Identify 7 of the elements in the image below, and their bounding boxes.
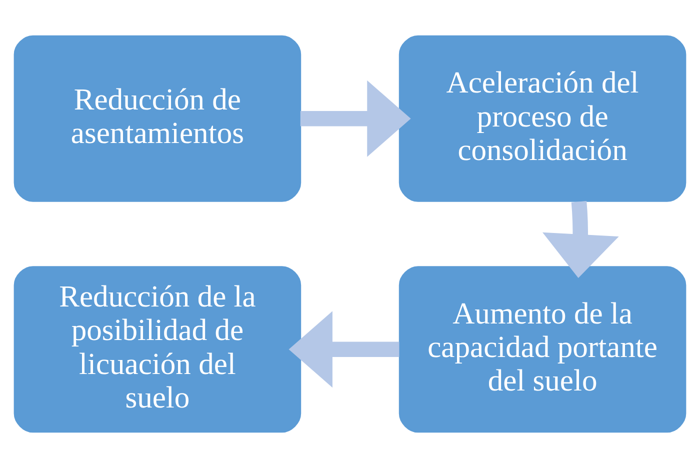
node-box: Aumento de la capacidad portante del suelo: [398, 266, 686, 433]
arrow: [542, 201, 619, 278]
node-box: Reducción de la posibilidad de licuación del suelo: [14, 266, 302, 433]
arrow: [300, 80, 411, 157]
arrow: [288, 311, 400, 388]
node-box: Aceleración del proceso de consolidación: [398, 35, 686, 202]
node-box: Reducción de asentamientos: [14, 35, 302, 202]
